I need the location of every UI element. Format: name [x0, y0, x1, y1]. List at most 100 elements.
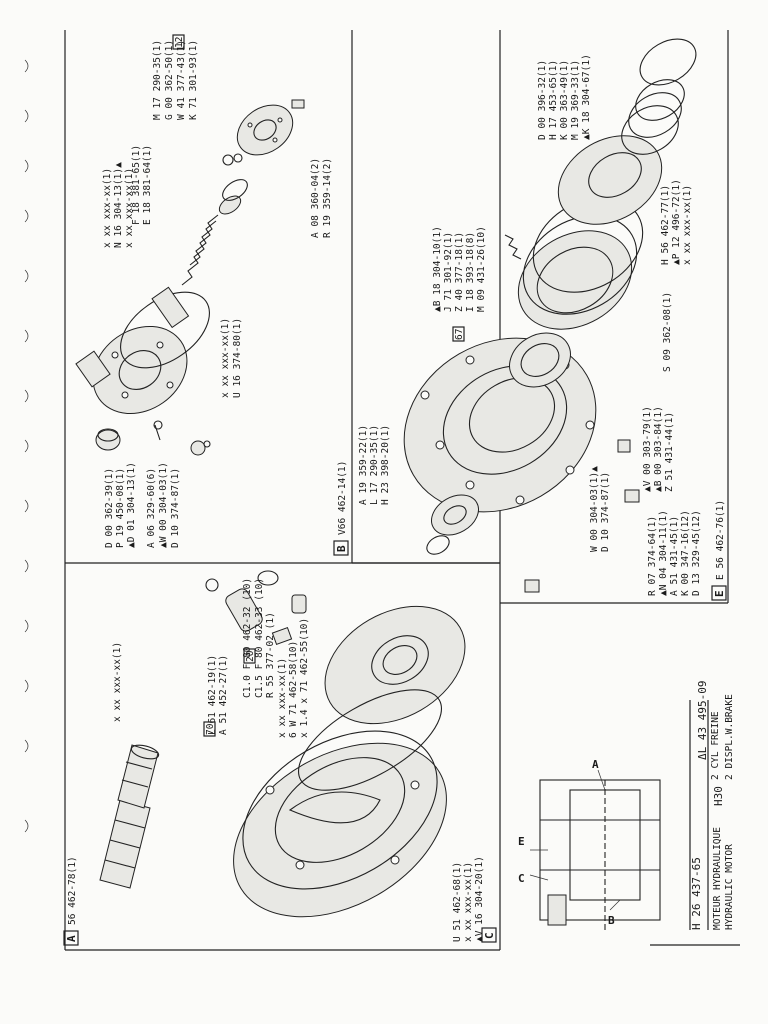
- section-e-labels-item: A 19 359-22(1): [358, 425, 369, 505]
- section-e-labels-item: Z 40 377-18(1): [454, 232, 465, 312]
- section-b-labels-item: E 18 381-64(1): [142, 145, 153, 225]
- section-b-letter: B: [335, 545, 348, 552]
- section-c-labels-item: U 51 462-68(1): [452, 862, 463, 942]
- frame: [64, 30, 740, 951]
- title-desc-en: 2 DISPL.W.BRAKE: [724, 694, 735, 780]
- section-b-labels-item: D 10 374-87(1): [170, 468, 181, 548]
- sketch-label-e: E: [518, 835, 525, 848]
- callout-box-12: 12: [172, 34, 185, 50]
- section-e-labels-item: K 00 363-49(1): [559, 60, 570, 140]
- section-e-letter: E: [713, 590, 726, 597]
- title-revision: ΔL 43 495-09: [696, 681, 709, 760]
- section-e-labels-item: I 18 393-18(8): [465, 232, 476, 312]
- section-e-labels-item: J 71 301-92(1): [443, 232, 454, 312]
- section-e-labels-item: R 07 374-64(1): [647, 516, 658, 596]
- section-b-tag: B V66 462-14(1): [333, 461, 349, 556]
- section-e-drawing: [403, 38, 697, 593]
- section-b-labels: D 00 362-39(1)P 19 450-08(1)▲D 01 304-13…: [102, 40, 333, 548]
- section-b-ref: V66 462-14(1): [337, 461, 348, 535]
- section-c-labels-item: x 1.4 x 71 462-55(10): [299, 618, 310, 738]
- section-e-labels-item: M 09 431-26(10): [476, 226, 487, 312]
- section-e-labels-item: W 00 304-03(1)▲: [589, 466, 600, 552]
- section-e-labels-item: ▲B 00 303-84(1): [653, 406, 664, 492]
- callout-number: 67: [454, 329, 465, 340]
- section-a-drawing: [99, 744, 160, 889]
- callout-number: 12: [174, 37, 185, 48]
- section-a-letter: A: [65, 935, 78, 942]
- section-b-labels-item: x xx xxx-xx(1): [220, 318, 231, 398]
- title-desc-fr: 2 CYL FREINE: [710, 711, 721, 780]
- title-block: H 26 437-65 MOTEUR HYDRAULIQUE HYDRAULIC…: [690, 681, 735, 930]
- section-b-labels-item: x xx xxx-xx(1): [102, 168, 113, 248]
- section-b-labels-item: A 08 360-04(2): [310, 158, 321, 238]
- section-c-labels-item: ▲V 16 304-20(1): [474, 856, 485, 942]
- section-c-labels-item: C1.5 F 80 462-33 (10): [254, 578, 265, 698]
- section-b-labels-item: U 16 374-80(1): [232, 318, 243, 398]
- section-e-labels-item: ▲B 18 304-10(1): [432, 226, 443, 312]
- section-e-labels-item: H 17 453-65(1): [548, 60, 559, 140]
- section-a-tag: A 56 462-78(1): [63, 856, 79, 946]
- section-b-labels-item: W 41 377-43(1): [176, 40, 187, 120]
- section-e-labels-item: D 00 396-32(1): [537, 60, 548, 140]
- section-e-labels-item: A 51 431-45(1): [669, 516, 680, 596]
- section-c-labels-item: x xx xxx-xx(1): [277, 658, 288, 738]
- section-b-labels-item: P 19 450-08(1): [115, 468, 126, 548]
- section-b-labels-item: ▲W 00 304-03(1): [158, 462, 169, 548]
- callout-box-20: 20: [243, 648, 256, 664]
- section-e-labels-item: Z 51 431-44(1): [664, 412, 675, 492]
- section-b-drawing: [75, 99, 305, 456]
- title-part-number: H 26 437-65: [690, 857, 703, 930]
- section-b-labels-item: K 71 301-93(1): [188, 40, 199, 120]
- cross-section-sketch: [529, 769, 661, 930]
- section-e-labels-item: D 10 374-87(1): [600, 472, 611, 552]
- sketch-label-c: C: [518, 872, 525, 885]
- section-c-labels-item: x xx xxx-xx(1): [112, 642, 123, 722]
- section-e-labels: A 19 359-22(1)L 17 290-35(1)H 23 398-20(…: [358, 54, 702, 596]
- section-b-labels-item: R 19 359-14(2): [322, 158, 333, 238]
- section-c-labels-item: 6 W 71 462-58(10): [288, 641, 299, 738]
- section-c-labels-item: x xx xxx-xx(1): [463, 862, 474, 942]
- section-b-labels-item: A 06 329-60(6): [146, 468, 157, 548]
- title-french: MOTEUR HYDRAULIQUE: [712, 827, 723, 930]
- sketch-label-b: B: [608, 914, 615, 927]
- section-e-labels-item: ▲N 04 304-11(1): [658, 510, 669, 596]
- section-c-letter: C: [483, 932, 496, 939]
- section-b-labels-item: D 00 362-39(1): [104, 468, 115, 548]
- section-c-labels: x xx xxx-xx(1) L 61 462-19(1)A 51 452-27(…: [112, 578, 485, 942]
- section-e-labels-item: S 09 362-08(1): [662, 292, 673, 372]
- title-english: HYDRAULIC MOTOR: [724, 844, 735, 930]
- section-e-labels-item: x xx xxx-xx(1): [682, 185, 693, 265]
- section-e-labels-item: L 17 290-35(1): [369, 425, 380, 505]
- section-e-labels-item: K 00 347-16(12): [680, 510, 691, 596]
- section-c-labels-item: L 61 462-19(1): [207, 655, 218, 735]
- section-c-labels-item: A 51 452-27(1): [218, 655, 229, 735]
- section-b-labels-item: N 16 304-13(1)▲: [113, 162, 124, 248]
- section-e-labels-item: ▲P 12 496-72(1): [671, 179, 682, 265]
- binder-marks: [24, 59, 29, 833]
- section-b-labels-item: M 17 290-35(1): [152, 40, 163, 120]
- callout-box-70: 70: [203, 721, 216, 737]
- callout-box-67: 67: [452, 326, 465, 342]
- section-e-labels-item: ▲K 18 304-67(1): [581, 54, 592, 140]
- section-e-ref: E 56 462-76(1): [715, 500, 726, 580]
- section-c-drawing: [205, 570, 466, 918]
- section-a-ref: 56 462-78(1): [67, 856, 78, 925]
- section-c-tag: C: [481, 927, 497, 943]
- section-b-labels-item: x xx xxx-xx(1): [124, 168, 135, 248]
- section-b-labels-item: F 18 381-65(1): [131, 145, 142, 225]
- section-e-labels-item: H 23 398-20(1): [380, 425, 391, 505]
- callout-number: 20: [245, 650, 256, 662]
- section-e-labels-item: ▲V 00 303-79(1): [642, 406, 653, 492]
- sketch-label-a: A: [592, 758, 599, 771]
- section-b-labels-item: G 00 362-50(1): [164, 40, 175, 120]
- section-c-labels-item: C1.0 F 80 462-32 (10): [242, 578, 253, 698]
- section-e-tag: E E 56 462-76(1): [711, 500, 727, 601]
- title-model: H30: [712, 786, 725, 806]
- section-b-labels-item: ▲D 01 304-13(1): [126, 462, 137, 548]
- callout-number: 70: [205, 723, 216, 735]
- section-e-labels-item: M 19 369-33(1): [570, 60, 581, 140]
- sketch-labels: A E C B: [518, 758, 615, 927]
- section-c-labels-item: R 55 377-02 (1): [265, 612, 276, 698]
- section-e-labels-item: D 13 329-45(12): [691, 510, 702, 596]
